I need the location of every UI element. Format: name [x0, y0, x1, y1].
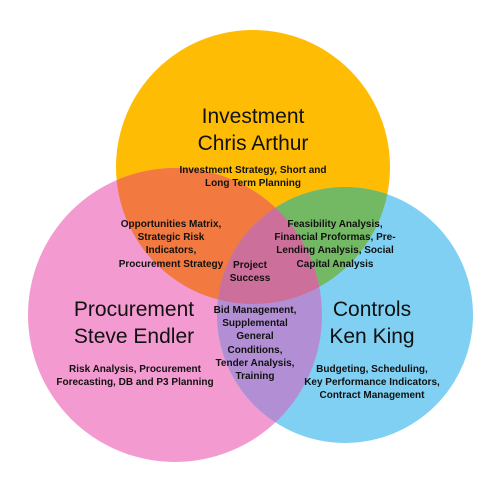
controls-person: Ken King	[329, 325, 415, 348]
controls-description: Budgeting, Scheduling, Key Performance I…	[304, 364, 440, 402]
investment-description: Investment Strategy, Short and Long Term…	[179, 165, 327, 190]
investment-procurement-text: Opportunities Matrix, Strategic Risk Ind…	[118, 219, 224, 270]
investment-person: Chris Arthur	[197, 132, 309, 155]
procurement-controls-text: Bid Management, Supplemental General Con…	[213, 305, 297, 383]
investment-controls-text: Feasibility Analysis, Financial Proforma…	[274, 219, 396, 270]
controls-title: Controls Ken King	[302, 296, 442, 350]
investment-title: Investment Chris Arthur	[153, 103, 353, 157]
procurement-person: Steve Endler	[73, 325, 195, 348]
investment-name: Investment	[201, 105, 305, 128]
procurement-name: Procurement	[73, 298, 195, 321]
procurement-title: Procurement Steve Endler	[44, 296, 224, 350]
controls-name: Controls	[332, 298, 412, 321]
center-overlap	[217, 187, 322, 304]
center-text: Project Success	[229, 260, 271, 285]
procurement-description: Risk Analysis, Procurement Forecasting, …	[56, 364, 214, 389]
